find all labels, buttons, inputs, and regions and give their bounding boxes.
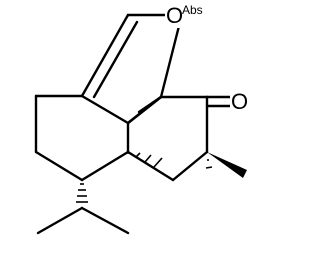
bond-furan-o-c7a: [159, 20, 182, 99]
bond-c10-c5a: [126, 150, 175, 182]
hash-bond-ring-fusion: [127, 152, 163, 168]
hashed-bonds: [76, 152, 213, 203]
bond-c7b-c8-inner: [137, 95, 163, 114]
bond-c4-c5: [34, 150, 84, 182]
bond-ipr-ch-me2: [80, 206, 130, 235]
chemical-structure-diagram: O Abs O: [34, 2, 252, 235]
oxygen-ring-mask: [165, 2, 191, 28]
bond-furan-c1-c2: [80, 13, 130, 98]
bond-c9-c10: [171, 150, 209, 182]
bond-ipr-ch-me1: [36, 206, 84, 235]
bond-c2-c2a: [80, 94, 130, 125]
methyl-wedge: [207, 152, 247, 178]
hash-bond-methyl: [205, 159, 213, 169]
hash-bond-isopropyl: [76, 183, 88, 203]
bond-furan-c1-c2-double: [92, 20, 139, 99]
carbonyl-oxygen-mask: [230, 88, 252, 114]
carbonyl-oxygen-label: O: [231, 89, 248, 114]
oxygen-ring-label: O: [166, 3, 183, 28]
atom-labels: O Abs O: [165, 2, 252, 114]
bond-c5-c5a: [80, 150, 130, 182]
abs-stereo-label: Abs: [182, 3, 203, 17]
skeleton-bonds: [34, 13, 247, 235]
